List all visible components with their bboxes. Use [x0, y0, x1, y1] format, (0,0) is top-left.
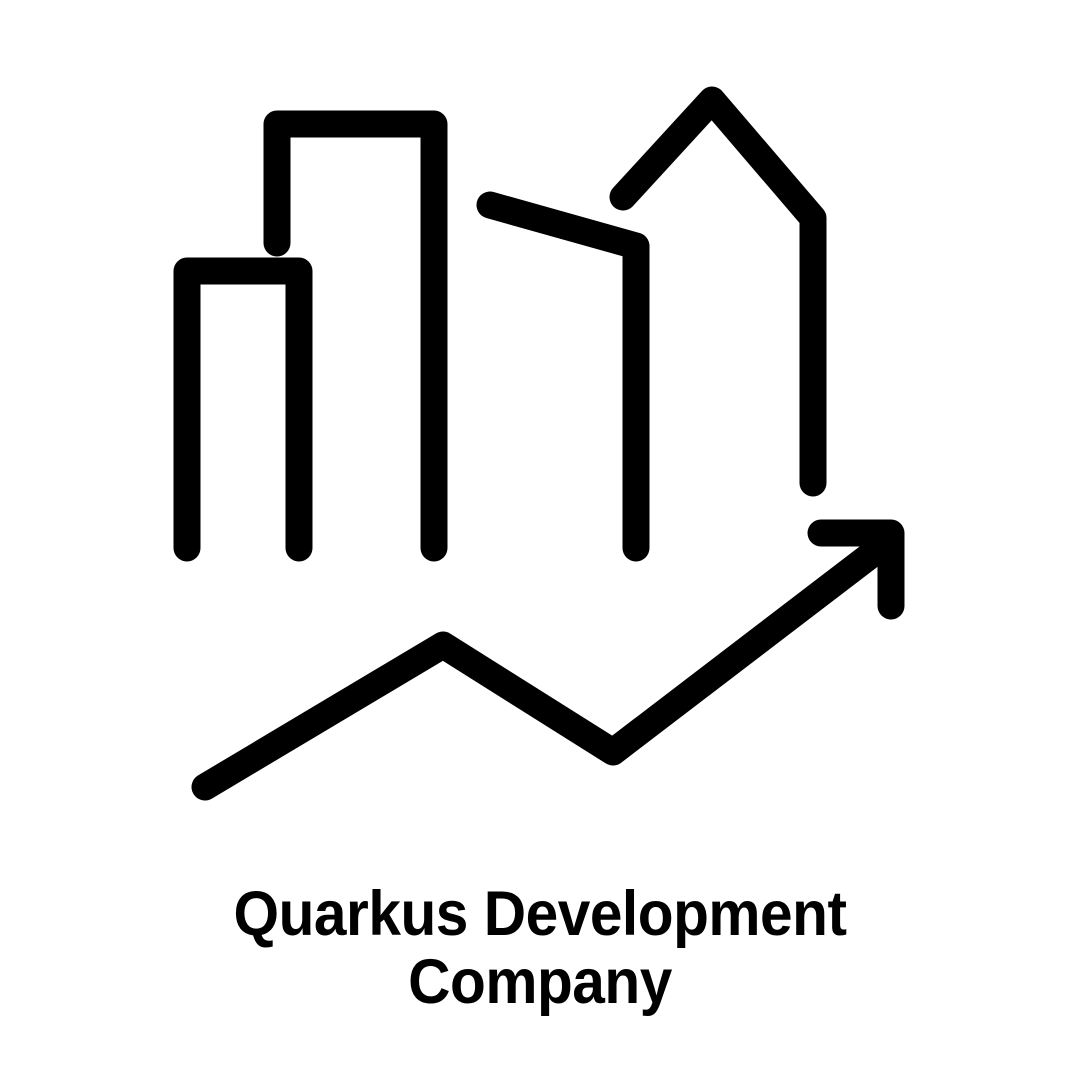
- logo-mark: [173, 86, 905, 801]
- building-slanted-roof-path: [476, 191, 650, 562]
- growth-arrow-line: [191, 537, 890, 801]
- wordmark: Quarkus Development Company: [0, 880, 1080, 1016]
- wordmark-line-1: Quarkus Development: [233, 879, 847, 949]
- city-skyline-growth-arrow-icon: [173, 86, 905, 801]
- building-short-left-path: [173, 257, 313, 562]
- building-peaked-roof-path: [609, 86, 827, 497]
- growth-arrow-head: [807, 519, 905, 620]
- wordmark-line-2: Company: [408, 947, 672, 1018]
- building-tall-second-path: [263, 110, 448, 562]
